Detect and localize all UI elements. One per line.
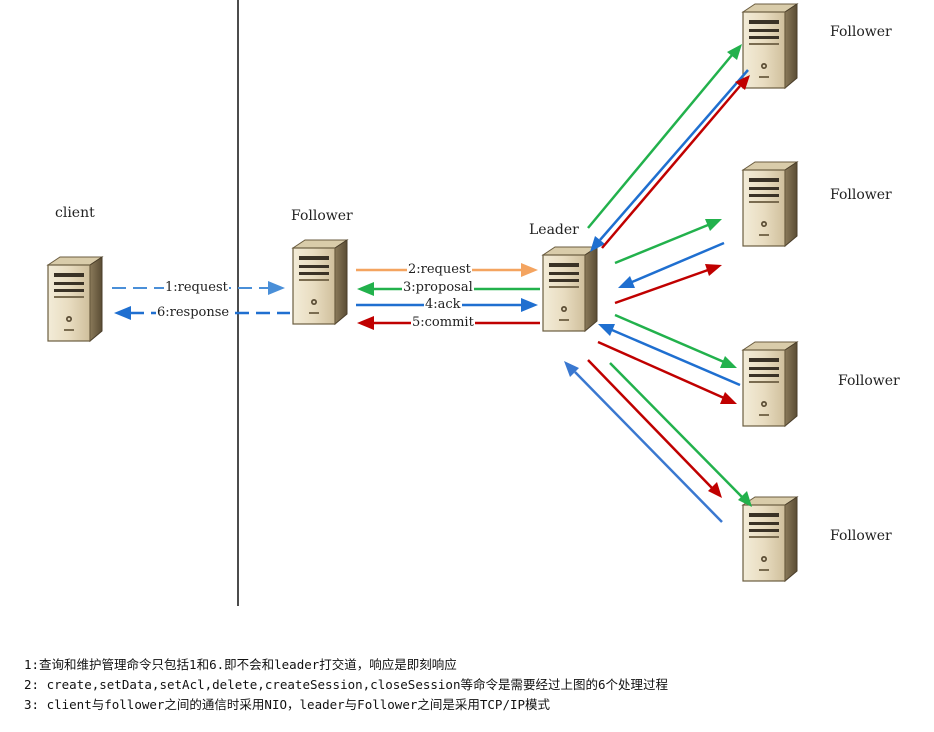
follower-2-server-icon [742, 161, 798, 247]
note-1: 1:查询和维护管理命令只包括1和6.即不会和leader打交道，响应是即刻响应 [24, 657, 457, 672]
follower-2-label: Follower [830, 187, 892, 203]
edge-label-1-request: 1:request [164, 280, 229, 295]
leader-server-icon [542, 246, 598, 332]
leader-follower2-arrows [614, 219, 725, 305]
follower-center-label: Follower [291, 208, 353, 224]
note-2: 2: create,setData,setAcl,delete,createSe… [24, 677, 669, 692]
follower-1-label: Follower [830, 24, 892, 40]
note-3: 3: client与follower之间的通信时采用NIO，leader与Fol… [24, 697, 551, 712]
client-label: client [55, 205, 95, 221]
client-request-arrow [112, 281, 285, 295]
edge-label-2-request: 2:request [407, 262, 472, 277]
follower-server-icon [292, 239, 348, 325]
edge-label-4-ack: 4:ack [424, 297, 462, 312]
edge-label-5-commit: 5:commit [411, 315, 475, 330]
follower-4-label: Follower [830, 528, 892, 544]
follower-1-server-icon [742, 3, 798, 89]
follower-3-label: Follower [838, 373, 900, 389]
leader-follower3-arrows [597, 313, 741, 404]
edge-label-6-response: 6:response [156, 305, 231, 320]
leader-label: Leader [529, 222, 579, 238]
leader-follower1-arrows [587, 44, 750, 252]
follower-4-server-icon [742, 496, 798, 582]
leader-follower4-arrows [564, 359, 752, 523]
client-server-icon [47, 256, 103, 342]
notes-block: 1:查询和维护管理命令只包括1和6.即不会和leader打交道，响应是即刻响应 … [24, 655, 914, 715]
follower-3-server-icon [742, 341, 798, 427]
edge-label-3-proposal: 3:proposal [402, 280, 474, 295]
